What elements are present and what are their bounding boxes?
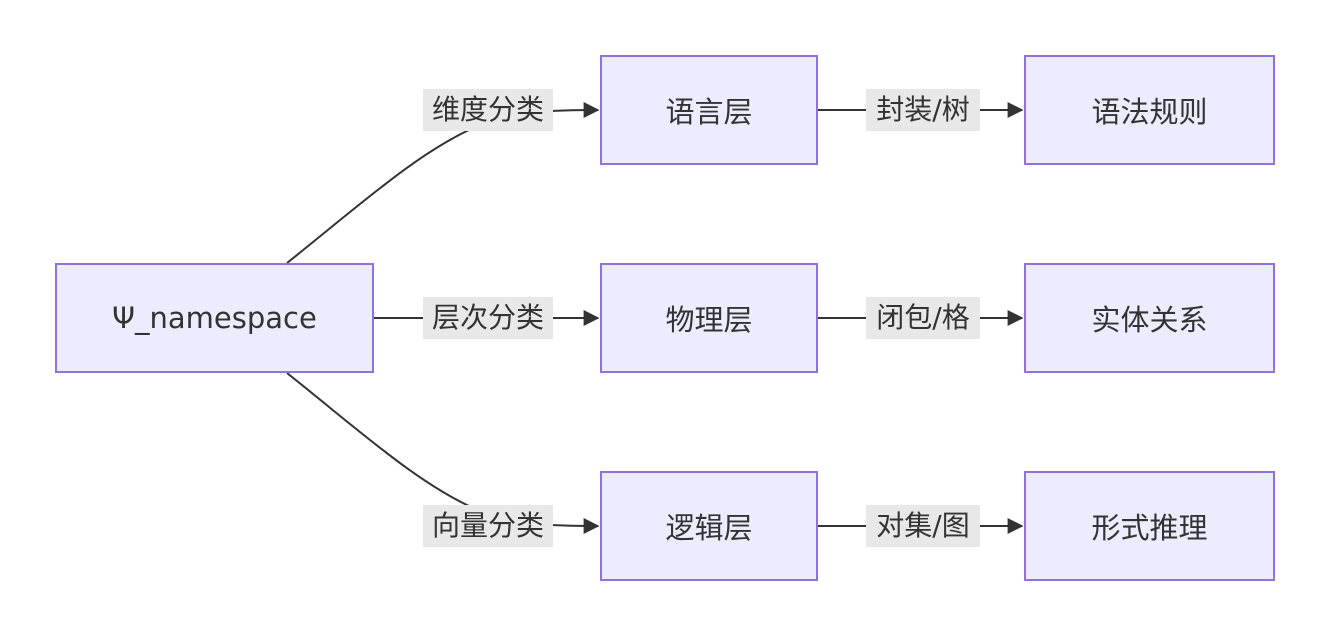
edge-label-pair-set-graph: 对集/图 [866, 505, 980, 547]
edge-root-to-logical-layer [286, 372, 600, 534]
node-root-namespace: Ψ_namespace [55, 263, 374, 373]
node-logical-layer: 逻辑层 [600, 471, 818, 581]
node-grammar-rules: 语法规则 [1024, 55, 1275, 165]
node-formal-reasoning: 形式推理 [1024, 471, 1275, 581]
edge-label-hierarchy-classification: 层次分类 [423, 297, 553, 339]
edge-root-to-language-layer [286, 102, 600, 264]
node-entity-relations: 实体关系 [1024, 263, 1275, 373]
edge-label-vector-classification: 向量分类 [423, 505, 553, 547]
edge-label-closure-lattice: 闭包/格 [866, 297, 980, 339]
edge-label-encapsulation-tree: 封装/树 [866, 89, 980, 131]
node-language-layer: 语言层 [600, 55, 818, 165]
node-physical-layer: 物理层 [600, 263, 818, 373]
edge-label-dimension-classification: 维度分类 [423, 89, 553, 131]
